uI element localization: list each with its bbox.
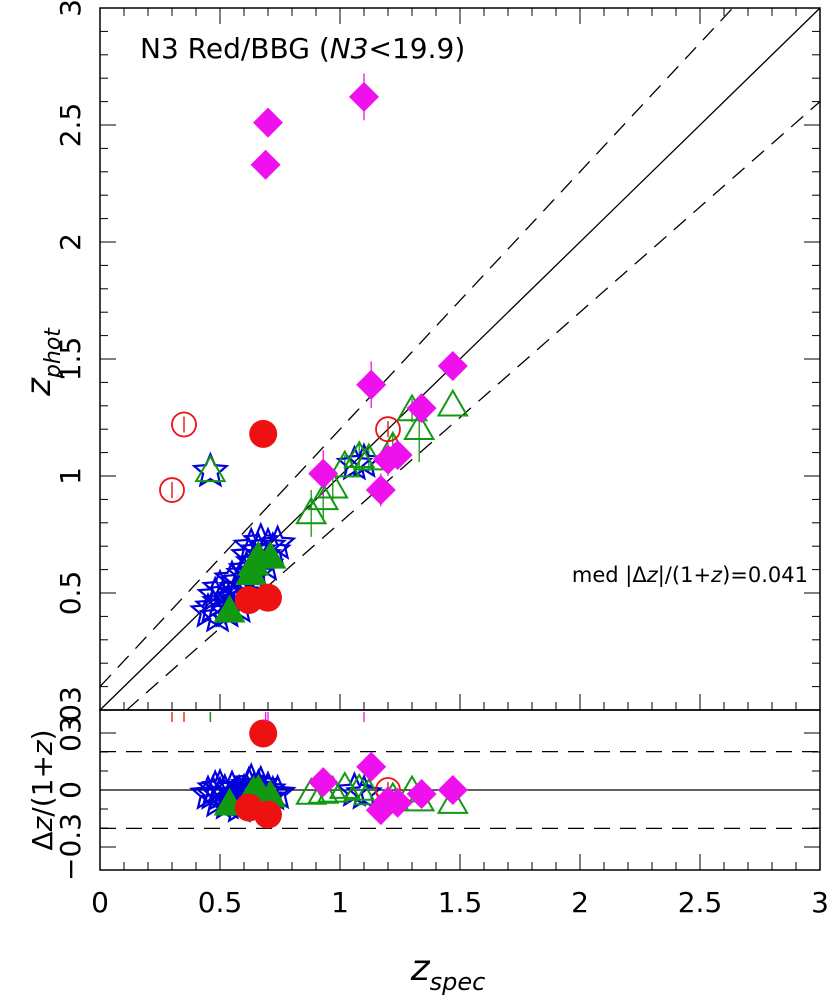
triangle-open-point xyxy=(295,496,328,525)
y-tick-label: 2.5 xyxy=(54,103,87,148)
circle-filled-residual xyxy=(249,719,278,748)
circle-open-bar-point xyxy=(171,411,197,438)
triangle-open-point xyxy=(436,388,469,417)
diamond-filled-point xyxy=(308,458,339,489)
diamond-filled-residual xyxy=(406,779,437,810)
open-circle xyxy=(159,477,185,503)
x-tick-label: 2.5 xyxy=(678,886,723,919)
y-tick-label: 3 xyxy=(54,0,87,17)
star-open-point xyxy=(258,524,297,560)
median-annotation: med |Δz|/(1+z)=0.041 xyxy=(572,563,808,588)
diamond-filled-point xyxy=(365,475,396,506)
resid-tick-label: −0.3 xyxy=(54,813,87,881)
triangle-open-point xyxy=(194,454,227,483)
diamond-filled-point xyxy=(382,439,413,470)
diamond-filled-residual xyxy=(308,767,339,798)
triangle-open-point xyxy=(343,440,376,469)
residual-markers xyxy=(171,712,469,829)
circle-filled-residual xyxy=(254,800,282,829)
triangle-open-residual xyxy=(307,775,340,804)
triangle-open-point xyxy=(403,412,436,440)
title-italic: N3 xyxy=(330,32,369,65)
diamond-filled-residual xyxy=(356,751,387,782)
triangle-filled-point xyxy=(213,594,246,623)
diamond-filled-residual xyxy=(437,775,468,805)
circle-filled-point xyxy=(249,419,278,448)
diamond-filled-point xyxy=(253,107,283,138)
title-suffix: <19.9) xyxy=(369,32,466,65)
x-tick-label: 3 xyxy=(811,886,829,919)
x-tick-label: 0 xyxy=(91,886,109,919)
y-tick-label: 2 xyxy=(54,233,87,251)
star-open-point xyxy=(191,451,230,488)
circle-filled-point xyxy=(254,583,282,612)
chart-title: N3 Red/BBG (N3<19.9) xyxy=(140,32,465,65)
triangle-open-residual xyxy=(436,786,469,814)
diamond-filled-point xyxy=(437,351,468,382)
y-corner-label: 03 xyxy=(54,686,87,722)
axis-ticks xyxy=(99,7,821,870)
open-circle xyxy=(171,411,197,438)
residual-y-axis-label: Δz/(1+z) xyxy=(26,729,59,850)
lower-bound-line xyxy=(126,101,821,711)
y-tick-label: 1.5 xyxy=(54,337,87,382)
x-tick-label: 2 xyxy=(571,886,589,919)
diamond-filled-point xyxy=(406,393,437,424)
open-circle xyxy=(375,416,401,443)
triangle-filled-point xyxy=(235,557,268,586)
x-tick-label: 0.5 xyxy=(198,886,243,919)
resid-top-label: 03 xyxy=(54,716,87,752)
x-tick-label: 1.5 xyxy=(438,886,483,919)
resid-tick-label: 0 xyxy=(54,781,87,799)
diamond-filled-point xyxy=(250,149,281,180)
y-axis-label: zphot xyxy=(19,327,66,397)
triangle-open-residual xyxy=(328,771,361,799)
triangle-open-residual xyxy=(343,772,376,801)
y-tick-label: 0.5 xyxy=(54,571,87,616)
diamond-filled-point xyxy=(349,81,379,112)
circle-open-bar-point xyxy=(375,416,401,443)
circle-open-bar-point xyxy=(159,477,185,503)
x-tick-label: 1 xyxy=(331,886,349,919)
x-axis-label: zspec xyxy=(410,948,486,996)
y-tick-label: 1 xyxy=(54,467,87,485)
diamond-filled-residual xyxy=(382,787,413,818)
title-prefix: N3 Red/BBG ( xyxy=(140,32,330,65)
triangle-filled-point xyxy=(254,540,287,569)
triangle-open-point xyxy=(328,449,361,478)
data-markers xyxy=(159,81,469,633)
diamond-filled-point xyxy=(356,369,387,400)
